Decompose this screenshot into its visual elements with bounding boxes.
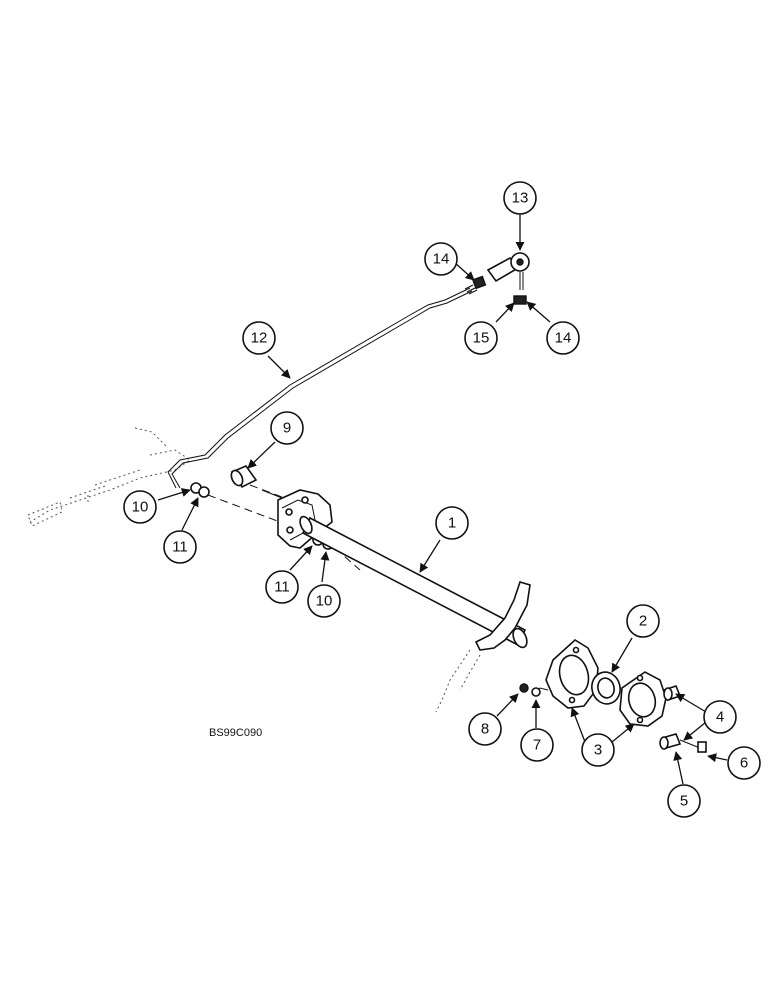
svg-text:8: 8 xyxy=(481,721,489,738)
svg-text:10: 10 xyxy=(132,499,149,516)
svg-text:11: 11 xyxy=(274,579,290,596)
callout-13: 13 xyxy=(503,181,537,215)
leader-lines xyxy=(157,214,728,785)
callout-10b: 10 xyxy=(307,584,341,618)
svg-text:9: 9 xyxy=(283,420,291,437)
svg-text:10: 10 xyxy=(316,593,333,610)
left-mounting-context xyxy=(27,427,191,527)
svg-text:1: 1 xyxy=(448,515,456,532)
svg-text:3: 3 xyxy=(594,742,602,759)
svg-text:6: 6 xyxy=(740,755,748,772)
washers xyxy=(190,482,361,571)
callout-5: 5 xyxy=(667,784,701,818)
svg-text:14: 14 xyxy=(555,330,572,347)
svg-text:2: 2 xyxy=(639,613,647,630)
callout-14a: 14 xyxy=(424,242,458,276)
main-shaft xyxy=(299,515,528,649)
callout-1: 1 xyxy=(435,506,469,540)
callout-4: 4 xyxy=(703,700,737,734)
bearing-assembly xyxy=(533,639,667,727)
callout-14b: 14 xyxy=(546,321,580,355)
svg-text:12: 12 xyxy=(251,330,268,347)
callout-10a: 10 xyxy=(123,490,157,524)
callout-6: 6 xyxy=(727,746,761,780)
callout-7: 7 xyxy=(520,728,554,762)
callout-12: 12 xyxy=(242,321,276,355)
callout-9: 9 xyxy=(270,411,304,445)
callout-15: 15 xyxy=(464,321,498,355)
svg-text:11: 11 xyxy=(172,539,188,556)
callout-11b: 11 xyxy=(265,570,299,604)
bushing xyxy=(230,465,293,503)
callout-8: 8 xyxy=(468,712,502,746)
svg-text:4: 4 xyxy=(716,709,724,726)
callout-11a: 11 xyxy=(163,530,197,564)
lever-arm xyxy=(435,581,531,713)
svg-text:15: 15 xyxy=(473,330,490,347)
svg-text:14: 14 xyxy=(433,251,450,268)
callout-2: 2 xyxy=(626,604,660,638)
linkage-rod xyxy=(167,284,478,489)
svg-text:7: 7 xyxy=(533,737,541,754)
svg-text:5: 5 xyxy=(680,793,688,810)
callout-3: 3 xyxy=(581,733,615,767)
drawing-code: BS99C090 xyxy=(209,727,262,739)
rod-end-assembly xyxy=(472,252,530,305)
svg-text:13: 13 xyxy=(512,190,529,207)
